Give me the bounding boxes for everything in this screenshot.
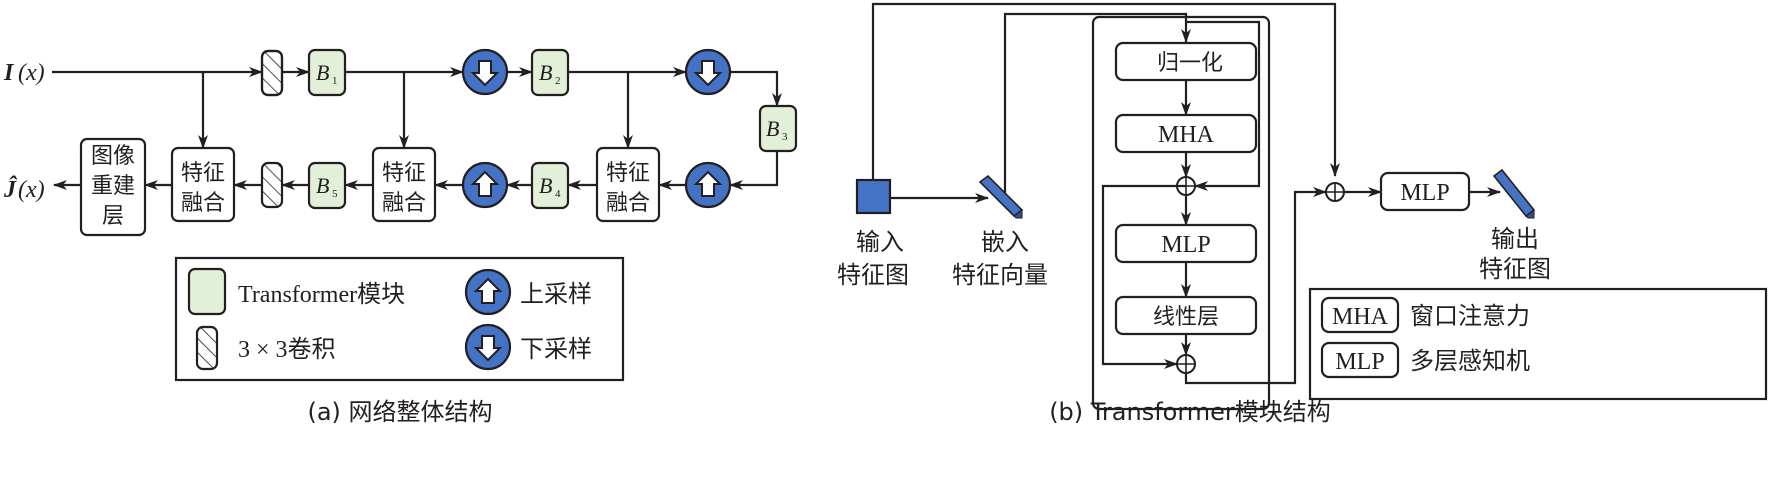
input-symbol: I	[3, 60, 15, 86]
mlp-outer-label: MLP	[1400, 180, 1449, 206]
b2-label: B	[539, 60, 552, 85]
fusion1-line2: 融合	[181, 191, 225, 216]
recon-line3: 层	[102, 204, 124, 229]
fusion2-line2: 融合	[382, 191, 426, 216]
legend-mha-box	[1320, 296, 1400, 334]
embedding-vector-edge	[1013, 209, 1023, 219]
norm-label: 归一化	[1157, 51, 1223, 76]
legend-mlp-abbr: MLP	[1335, 349, 1384, 375]
edge-input-skip-outer	[871, 2, 1340, 180]
embed-label-line2: 特征向量	[952, 261, 1048, 289]
caption-a: (a) 网络整体结构	[307, 398, 492, 426]
recon-line2: 重建	[91, 174, 135, 199]
caption-b: (b) Transformer模块结构	[1049, 398, 1331, 426]
fusion3-line2: 融合	[606, 191, 650, 216]
embed-label-line1: 嵌入	[981, 228, 1029, 256]
b4-sub: 4	[555, 188, 561, 200]
b5-label: B	[316, 173, 329, 198]
input-arg: (x)	[18, 60, 45, 86]
b2-sub: 2	[555, 75, 561, 87]
residual-2	[1101, 184, 1186, 369]
edge-add2-to-outer-add	[1184, 187, 1327, 385]
legend-mha-abbr: MHA	[1332, 304, 1389, 330]
input-label-line2: 特征图	[837, 261, 909, 289]
mlp-inner-label: MLP	[1161, 232, 1210, 258]
legend-a	[174, 256, 625, 382]
output-label-line1: 输出	[1491, 225, 1539, 253]
legend-upsample-label: 上采样	[520, 280, 592, 308]
legend-mha-desc: 窗口注意力	[1410, 302, 1530, 330]
input-feature-map-icon	[855, 178, 892, 215]
output-symbol: Ĵ	[3, 176, 18, 203]
recon-line1: 图像	[91, 144, 135, 169]
conv-block-bottom	[260, 161, 284, 209]
linear-label: 线性层	[1153, 305, 1219, 330]
legend-downsample-label: 下采样	[520, 335, 592, 363]
legend-transformer-label: Transformer模块	[238, 281, 405, 308]
b1-sub: 1	[332, 75, 338, 87]
mha-label: MHA	[1158, 122, 1215, 148]
transformer-block-container	[1091, 15, 1271, 411]
legend-mlp-box	[1320, 341, 1400, 379]
b5-sub: 5	[332, 188, 338, 200]
edge-down2-to-b3	[730, 70, 782, 107]
input-label-line1: 输入	[856, 228, 904, 256]
legend-conv-label: 3 × 3卷积	[238, 336, 336, 363]
panel-b: 输入 特征图 嵌入 特征向量 归一化 MHA MLP 线性层	[837, 2, 1768, 426]
embedding-vector-icon	[978, 174, 1024, 218]
output-label-line2: 特征图	[1479, 255, 1551, 283]
output-feature-edge	[1525, 209, 1535, 219]
fusion1-line1: 特征	[181, 161, 225, 186]
residual-1	[1186, 20, 1261, 191]
legend-conv-swatch	[195, 325, 219, 371]
b3-sub: 3	[782, 131, 788, 143]
fusion3-line1: 特征	[606, 161, 650, 186]
legend-mlp-desc: 多层感知机	[1410, 347, 1530, 375]
b4-label: B	[539, 173, 552, 198]
conv-hatch-top	[260, 49, 284, 97]
b1-label: B	[316, 60, 329, 85]
fusion2-line1: 特征	[382, 161, 426, 186]
output-arg: (x)	[18, 177, 45, 203]
edge-embed-to-norm	[1003, 12, 1191, 205]
edge-b3-to-up1	[729, 151, 779, 190]
image-reconstruction-layer	[79, 137, 147, 237]
panel-a: I (x) Ĵ (x) B 1 B 2 B 3	[3, 48, 798, 426]
b3-label: B	[766, 116, 779, 141]
legend-transformer-swatch	[187, 267, 227, 316]
